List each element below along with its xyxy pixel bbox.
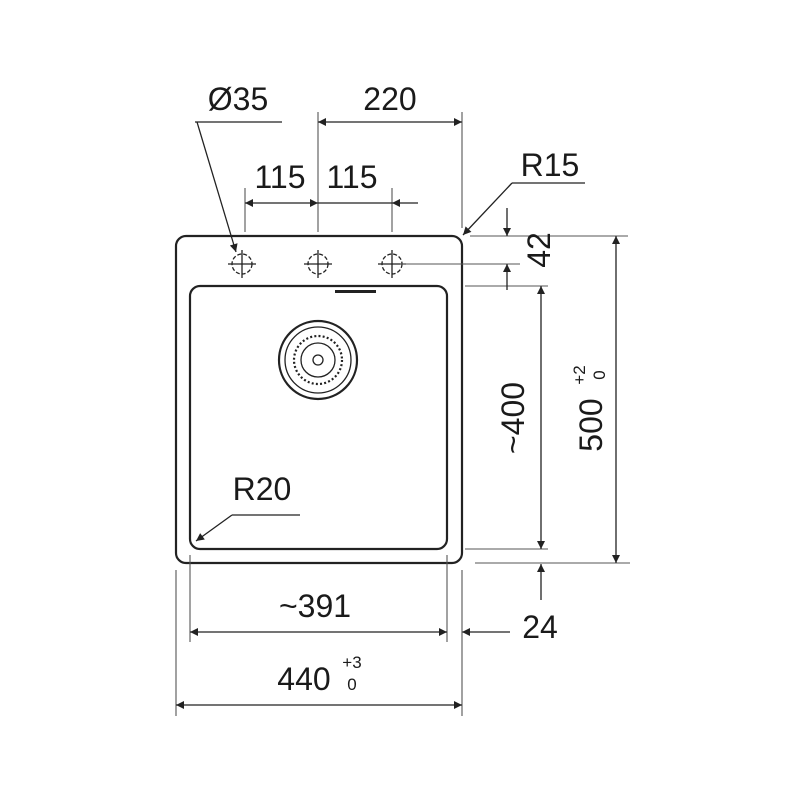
label-overall-length: 500 [573,398,609,451]
dim-overall-length: 500 +2 0 [475,236,630,564]
label-overall-length-tol-upper: +2 [570,365,589,384]
dim-tap-hole-diameter: Ø35 [195,81,282,253]
label-inner-radius: R20 [233,471,292,507]
label-tap-spacing-right: 115 [326,159,377,195]
sink-outline [174,234,464,565]
dim-tap-span: 220 [317,81,463,232]
label-tap-hole-diameter: Ø35 [208,81,268,117]
label-overall-width: 440 [277,661,330,697]
label-overall-length-tol-lower: 0 [590,370,609,379]
dim-bowl-width: ~391 [189,555,510,642]
drain-icon [277,319,359,401]
overflow-slot [335,290,376,293]
dim-bowl-length: ~400 [465,286,548,550]
label-bottom-margin: 24 [522,609,558,645]
dim-overall-width: 440 +3 0 [175,570,463,716]
dim-rim-offset: 42 [400,208,628,290]
dim-inner-radius: R20 [195,471,300,542]
label-bowl-width: ~391 [279,588,351,624]
label-overall-width-tol-upper: +3 [342,653,361,672]
label-tap-spacing-left: 115 [254,159,305,195]
label-bowl-length: ~400 [495,382,531,454]
bowl-outline [188,284,449,551]
label-overall-width-tol-lower: 0 [347,675,356,694]
dim-bottom-margin: 24 [522,564,558,645]
dim-tap-spacing: 115 115 [244,159,418,232]
label-rim-offset: 42 [521,232,557,268]
label-tap-span: 220 [363,81,416,117]
tap-hole-center [304,250,332,278]
dim-outer-radius: R15 [462,147,585,236]
label-outer-radius: R15 [521,147,580,183]
tap-hole-left [228,250,256,278]
